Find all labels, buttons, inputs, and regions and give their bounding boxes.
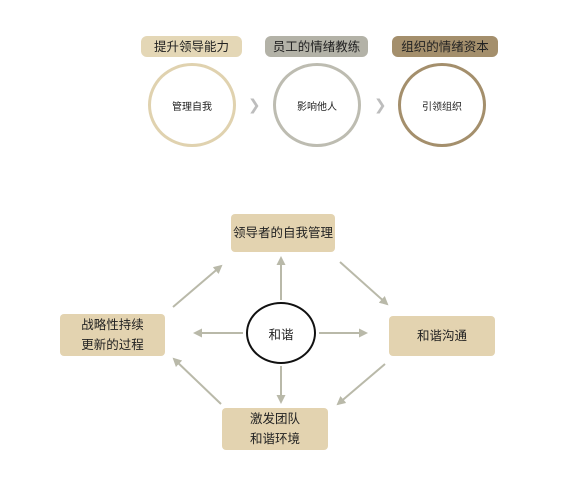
chevron-right-icon: ❯ [374, 96, 387, 114]
box-motivate-team-line2: 和谐环境 [249, 431, 300, 446]
circle-influence-others: 影响他人 [273, 63, 361, 147]
center-harmony-label: 和谐 [268, 326, 294, 342]
arrow-top-to-right [339, 261, 389, 306]
arrow-right-to-bottom [336, 363, 386, 406]
circle-lead-organization: 引领组织 [398, 63, 486, 147]
pill-emotional-capital: 组织的情绪资本 [392, 36, 498, 57]
box-leader-self-management: 领导者的自我管理 [231, 214, 335, 252]
circle-manage-self-label: 管理自我 [172, 101, 212, 113]
box-strategic-renewal-line2: 更新的过程 [81, 337, 144, 352]
circle-lead-organization-label: 引领组织 [422, 101, 462, 113]
circle-influence-others-label: 影响他人 [297, 101, 337, 113]
box-strategic-renewal-line1: 战略性持续 [81, 317, 144, 332]
chevron-right-icon: ❯ [248, 96, 261, 114]
box-motivate-team: 激发团队 和谐环境 [222, 408, 328, 450]
box-leader-self-management-line1: 领导者的自我管理 [232, 225, 333, 240]
box-harmonious-communication: 和谐沟通 [389, 316, 495, 356]
center-harmony-circle: 和谐 [246, 302, 316, 364]
arrow-left-to-top [172, 264, 223, 308]
box-motivate-team-line1: 激发团队 [249, 411, 300, 426]
pill-emotional-coach: 员工的情绪教练 [265, 36, 368, 57]
circle-manage-self: 管理自我 [148, 63, 236, 147]
box-harmonious-communication-line1: 和谐沟通 [416, 328, 467, 343]
pill-improve-leadership: 提升领导能力 [141, 36, 242, 57]
arrow-bottom-to-left [172, 357, 222, 405]
box-strategic-renewal: 战略性持续 更新的过程 [60, 314, 165, 356]
